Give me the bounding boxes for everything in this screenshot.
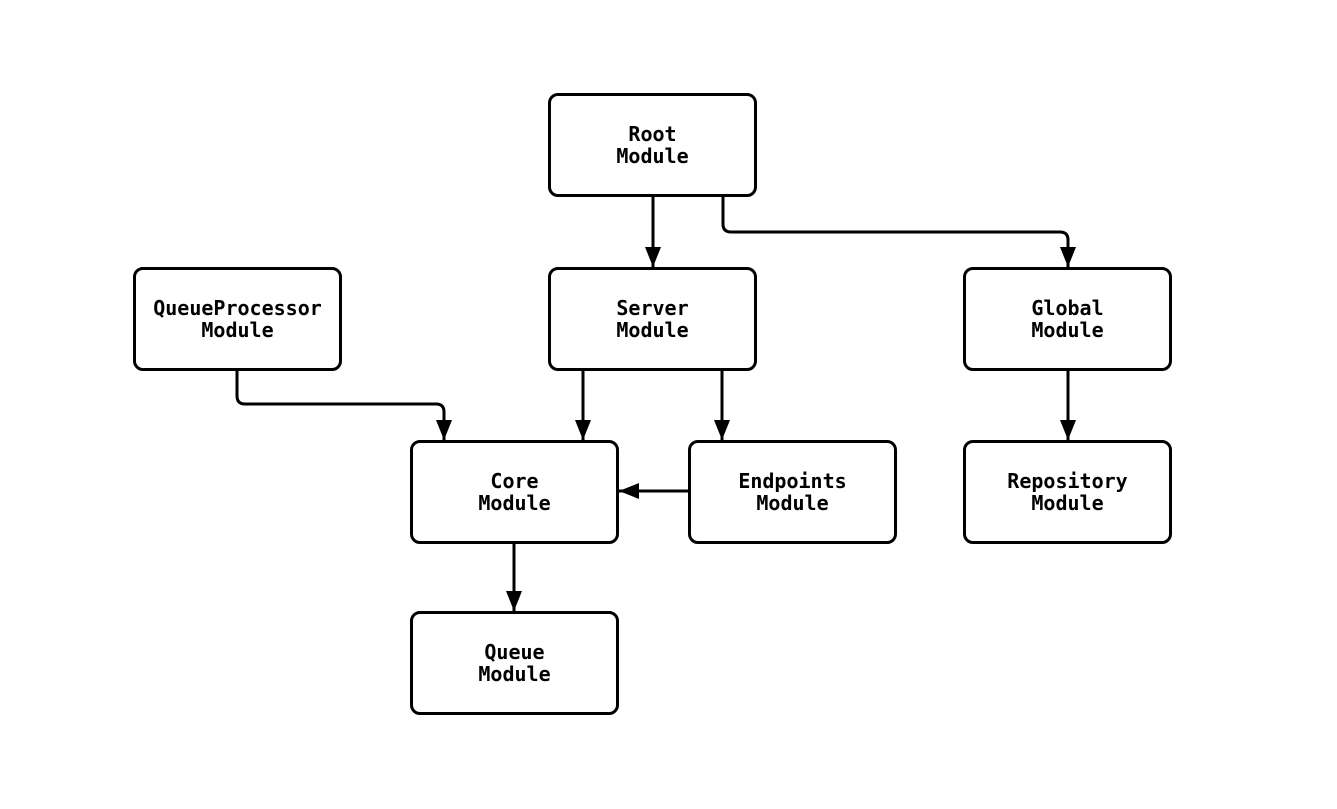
node-endpoints-module: Endpoints Module xyxy=(688,440,897,544)
node-repository-module: Repository Module xyxy=(963,440,1172,544)
node-root-module-label: Root Module xyxy=(616,121,689,168)
node-global-module-label: Global Module xyxy=(1031,295,1104,342)
node-global-module: Global Module xyxy=(963,267,1172,371)
node-server-module-label: Server Module xyxy=(616,295,689,342)
node-queueprocessor-module-label: QueueProcessor Module xyxy=(153,295,322,342)
node-endpoints-module-label: Endpoints Module xyxy=(738,468,847,515)
node-root-module: Root Module xyxy=(548,93,757,197)
node-server-module: Server Module xyxy=(548,267,757,371)
node-queue-module: Queue Module xyxy=(410,611,619,715)
node-core-module: Core Module xyxy=(410,440,619,544)
node-queue-module-label: Queue Module xyxy=(478,639,551,686)
edge-root-to-global xyxy=(721,197,1076,267)
node-repository-module-label: Repository Module xyxy=(1007,468,1128,515)
edge-queueprocessor-to-core xyxy=(235,371,452,440)
edges xyxy=(235,197,1076,611)
node-core-module-label: Core Module xyxy=(478,468,551,515)
node-queueprocessor-module: QueueProcessor Module xyxy=(133,267,342,371)
